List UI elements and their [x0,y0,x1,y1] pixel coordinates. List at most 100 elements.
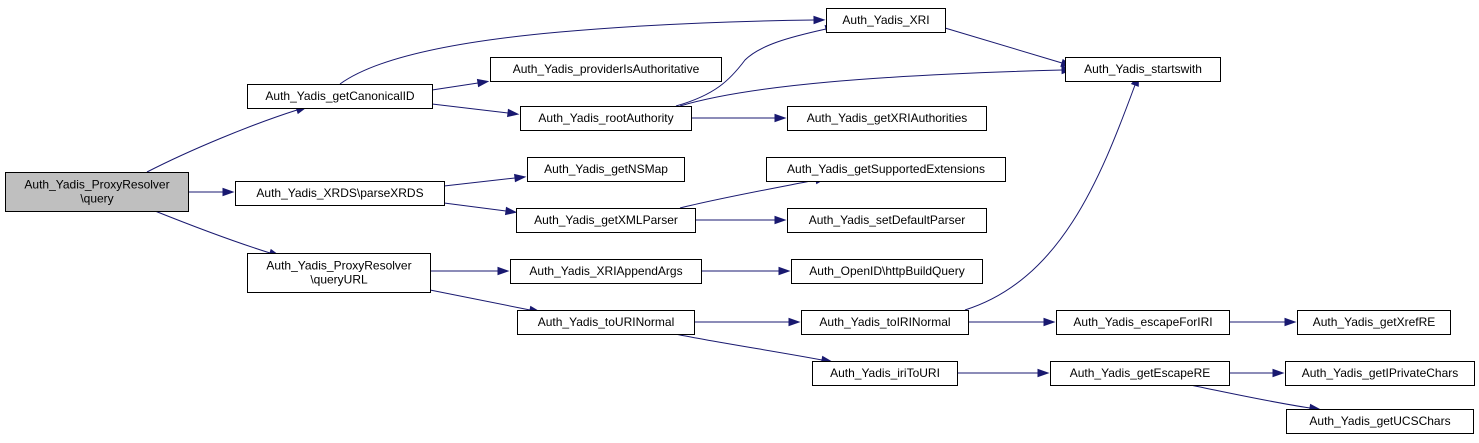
node-box [812,361,958,386]
node-label: Auth_Yadis_getNSMap [544,162,668,176]
node-getCanonicalID[interactable]: Auth_Yadis_getCanonicalID [247,84,433,109]
edge-parseXRDS-to-getNSMap [443,173,527,187]
arrowhead-icon [1284,317,1297,327]
node-label: Auth_Yadis_rootAuthority [538,111,673,125]
call-edges [146,15,1322,413]
edge-line [1189,384,1311,409]
node-rootAuthority[interactable]: Auth_Yadis_rootAuthority [520,106,692,131]
edge-line [429,289,531,311]
function-nodes: Auth_Yadis_ProxyResolver\queryAuth_Yadis… [5,8,1475,434]
edge-line [674,333,823,361]
node-box [1056,310,1230,335]
node-iriToURI[interactable]: Auth_Yadis_iriToURI [812,361,958,386]
node-box [5,172,189,212]
edge-rootAuthority-to-startswith [679,65,1074,107]
node-label: Auth_Yadis_getUCSChars [1309,414,1450,428]
node-label: Auth_Yadis_getSupportedExtensions [787,162,985,176]
node-setDefaultParser[interactable]: Auth_Yadis_setDefaultParser [787,208,987,233]
node-box [520,106,692,131]
node-label: Auth_Yadis_providerIsAuthoritative [513,62,700,76]
node-escapeForIRI[interactable]: Auth_Yadis_escapeForIRI [1056,310,1230,335]
node-getUCSChars[interactable]: Auth_Yadis_getUCSChars [1286,409,1474,434]
node-getSupportedExtensions[interactable]: Auth_Yadis_getSupportedExtensions [766,157,1006,182]
edge-line [154,210,271,254]
arrowhead-icon [497,266,510,276]
edge-proxyQuery-to-parseXRDS [188,187,235,197]
node-box [247,253,431,293]
node-box [1297,310,1451,335]
arrowhead-icon [1272,368,1285,378]
edge-xri-to-startswith [944,27,1074,67]
edge-line [944,27,1063,64]
node-label: Auth_Yadis_toURINormal [538,315,675,329]
node-label: Auth_Yadis_getXrefRE [1313,315,1436,329]
node-box [1286,409,1474,434]
node-label: \query [80,192,113,206]
edge-queryURL-to-xriAppendArgs [430,266,510,276]
node-getNSMap[interactable]: Auth_Yadis_getNSMap [527,157,685,182]
node-toURINormal[interactable]: Auth_Yadis_toURINormal [517,310,695,335]
arrowhead-icon [813,15,826,25]
arrowhead-icon [774,113,787,123]
edge-toIRINormal-to-escapeForIRI [968,317,1056,327]
node-box [787,208,987,233]
arrowhead-icon [788,317,801,327]
edge-getCanonicalID-to-xri [339,15,826,85]
node-label: Auth_Yadis_setDefaultParser [809,213,966,227]
arrowhead-icon [222,187,235,197]
node-label: Auth_Yadis_ProxyResolver [266,259,411,273]
node-getXrefRE[interactable]: Auth_Yadis_getXrefRE [1297,310,1451,335]
node-box [510,259,702,284]
edge-line [443,177,516,187]
node-getIPrivateChars[interactable]: Auth_Yadis_getIPrivateChars [1285,361,1475,386]
node-box [791,259,983,284]
node-httpBuildQuery[interactable]: Auth_OpenID\httpBuildQuery [791,259,983,284]
edge-line [675,28,827,107]
edge-parseXRDS-to-getXMLParser [443,202,518,216]
edge-getCanonicalID-to-providerIsAuthoritative [431,78,490,91]
edge-line [146,109,298,173]
edge-rootAuthority-to-getXRIAuthorities [691,113,787,123]
node-label: Auth_Yadis_getXMLParser [534,213,678,227]
node-queryURL[interactable]: Auth_Yadis_ProxyResolver\queryURL [247,253,431,293]
node-xri[interactable]: Auth_Yadis_XRI [826,8,946,33]
edge-toURINormal-to-iriToURI [674,333,834,365]
node-box [516,208,696,233]
node-toIRINormal[interactable]: Auth_Yadis_toIRINormal [801,310,969,335]
node-xriAppendArgs[interactable]: Auth_Yadis_XRIAppendArgs [510,259,702,284]
node-parseXRDS[interactable]: Auth_Yadis_XRDS\parseXRDS [235,181,445,206]
edge-iriToURI-to-getEscapeRE [957,368,1050,378]
node-box [801,310,969,335]
node-label: Auth_Yadis_ProxyResolver [24,178,169,192]
edge-toIRINormal-to-startswith [964,74,1139,311]
arrowhead-icon [476,78,490,88]
node-label: Auth_Yadis_getXRIAuthorities [807,111,968,125]
edge-getEscapeRE-to-getUCSChars [1189,384,1322,413]
node-label: Auth_Yadis_XRI [842,13,929,27]
edge-line [431,103,509,114]
edge-line [679,179,817,209]
edge-queryURL-to-toURINormal [429,289,542,315]
node-getEscapeRE[interactable]: Auth_Yadis_getEscapeRE [1050,361,1230,386]
arrowhead-icon [774,215,787,225]
node-label: Auth_Yadis_toIRINormal [819,315,950,329]
node-label: Auth_OpenID\httpBuildQuery [809,264,964,278]
node-getXMLParser[interactable]: Auth_Yadis_getXMLParser [516,208,696,233]
edge-getXMLParser-to-setDefaultParser [695,215,787,225]
arrowhead-icon [504,206,518,216]
node-box [1285,361,1475,386]
node-label: \queryURL [310,273,368,287]
node-box [766,157,1006,182]
node-startswith[interactable]: Auth_Yadis_startswith [1065,57,1221,82]
node-box [490,57,722,82]
node-label: Auth_Yadis_XRDS\parseXRDS [256,186,423,200]
node-label: Auth_Yadis_startswith [1084,62,1202,76]
arrowhead-icon [778,266,791,276]
node-label: Auth_Yadis_iriToURI [830,366,940,380]
arrowhead-icon [1037,368,1050,378]
arrowhead-icon [507,108,520,118]
node-box [826,8,946,33]
node-proxyQuery[interactable]: Auth_Yadis_ProxyResolver\query [5,172,189,212]
node-getXRIAuthorities[interactable]: Auth_Yadis_getXRIAuthorities [787,106,987,131]
node-providerIsAuthoritative[interactable]: Auth_Yadis_providerIsAuthoritative [490,57,722,82]
